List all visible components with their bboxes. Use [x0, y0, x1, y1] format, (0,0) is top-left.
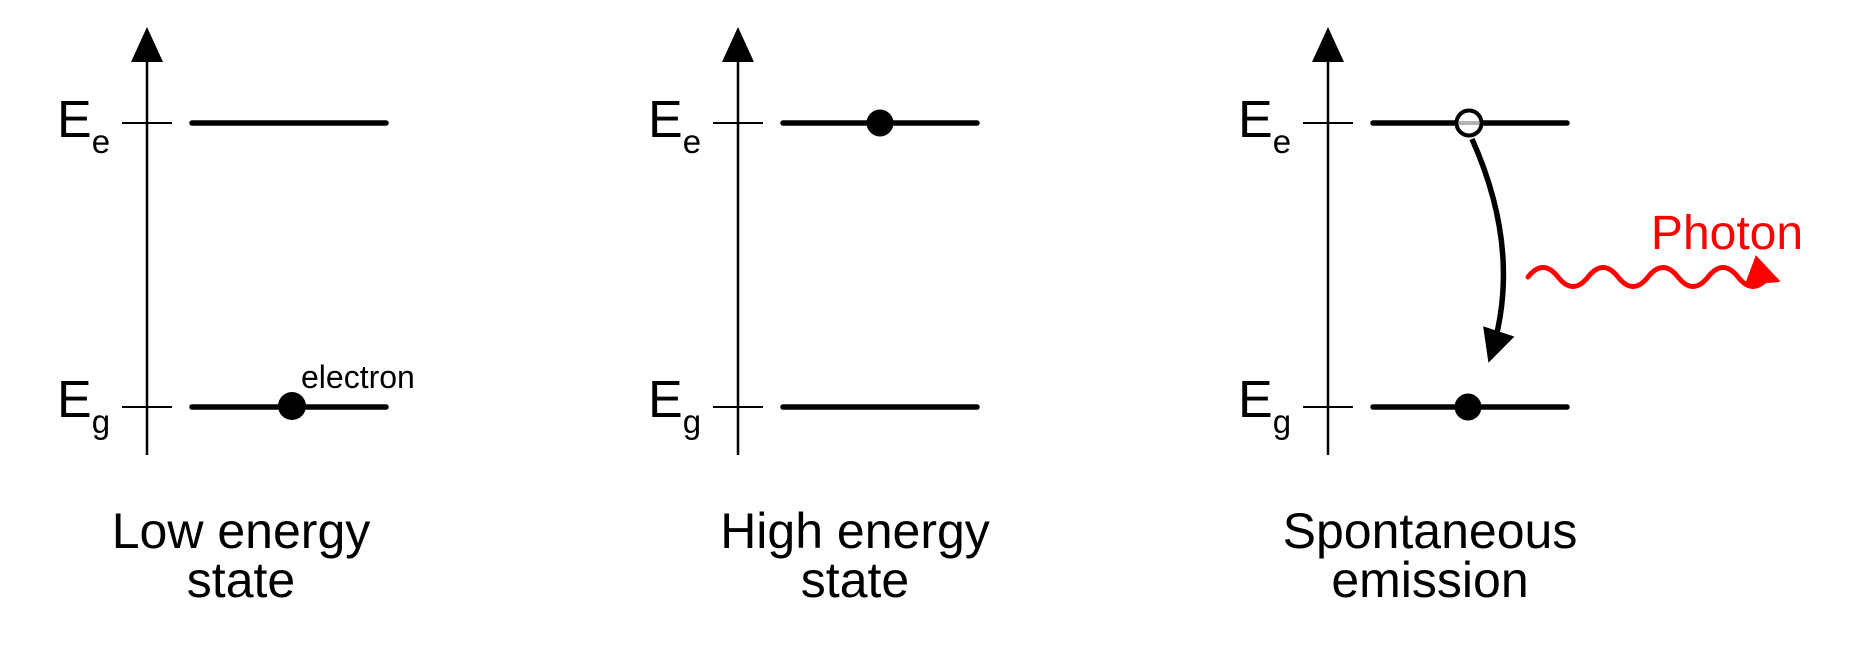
transition-arrow [1469, 137, 1515, 363]
ground-level-label: Eg [648, 371, 701, 440]
energy-axis-arrowhead-icon [131, 27, 163, 62]
electron-dot-icon [1454, 393, 1482, 421]
panel-caption-line2: state [187, 552, 295, 608]
panel-caption-line1: Low energy [112, 503, 371, 559]
ground-level-label: Eg [1238, 371, 1291, 440]
excited-level-label: Ee [57, 91, 110, 160]
panel-caption-line2: state [801, 552, 909, 608]
ground-level-label: Eg [57, 371, 110, 440]
panel-high-energy-state: Ee Eg High energy state [648, 27, 990, 608]
photon-wavy-arrow-icon [1525, 255, 1781, 289]
panel-caption-line2: emission [1331, 552, 1528, 608]
excited-level-label: Ee [1238, 91, 1291, 160]
electron-dot-icon [866, 109, 894, 137]
panel-caption-line1: Spontaneous [1283, 503, 1578, 559]
energy-axis-arrowhead-icon [1312, 27, 1344, 62]
excited-level-label: Ee [648, 91, 701, 160]
panel-caption-line1: High energy [720, 503, 990, 559]
photon-label: Photon [1651, 207, 1803, 260]
electron-dot-icon [278, 392, 306, 420]
energy-axis-arrowhead-icon [722, 27, 754, 62]
panel-low-energy-state: Ee Eg electron Low energy state [57, 27, 415, 608]
panel-spontaneous-emission: Photon Ee Eg Spontaneous emission [1238, 27, 1803, 608]
electron-annotation: electron [301, 359, 415, 395]
